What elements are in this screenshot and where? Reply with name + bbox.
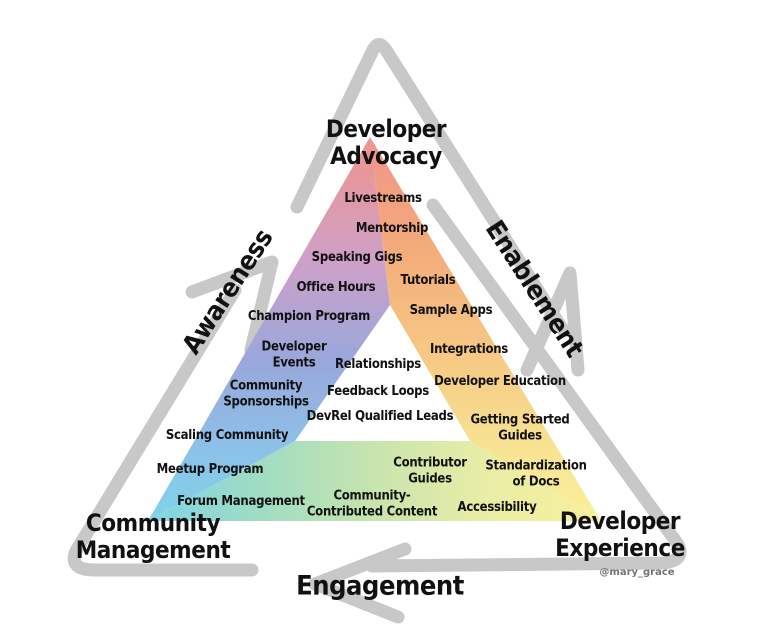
- item-accessibility: Accessibility: [457, 500, 537, 516]
- item-tutorials: Tutorials: [400, 273, 456, 289]
- item-champion-program: Champion Program: [247, 309, 371, 325]
- item-mentorship: Mentorship: [355, 221, 429, 237]
- corner-label-community-management: Community Management: [75, 509, 231, 564]
- item-standardization-of-docs: Standardization of Docs: [485, 458, 587, 489]
- corner-label-developer-experience: Developer Experience: [555, 507, 685, 562]
- item-devrel-qualified-leads: DevRel Qualified Leads: [306, 409, 454, 425]
- item-scaling-community: Scaling Community: [165, 428, 289, 444]
- item-getting-started-guides: Getting Started Guides: [470, 412, 570, 443]
- item-relationships: Relationships: [335, 357, 421, 373]
- item-developer-education: Developer Education: [434, 374, 566, 390]
- item-forum-management: Forum Management: [177, 494, 305, 510]
- cycle-arrow-bottom-left: [67, 255, 279, 577]
- item-community-contributed-content: Community- Contributed Content: [306, 488, 438, 519]
- corner-label-developer-advocacy: Developer Advocacy: [325, 115, 447, 170]
- item-contributor-guides: Contributor Guides: [393, 455, 467, 486]
- item-community-sponsorships: Community Sponsorships: [223, 378, 309, 409]
- triangle-band-left: [148, 137, 390, 521]
- item-feedback-loops: Feedback Loops: [327, 384, 429, 400]
- item-integrations: Integrations: [430, 342, 508, 358]
- watermark: @mary_grace: [599, 567, 674, 578]
- item-speaking-gigs: Speaking Gigs: [311, 250, 403, 266]
- item-office-hours: Office Hours: [296, 280, 376, 296]
- cycle-arrow-apex: [290, 38, 585, 377]
- triangle-band-bottom: [148, 441, 601, 521]
- item-developer-events: Developer Events: [261, 339, 327, 370]
- gradient-triangle-ring: [148, 137, 601, 521]
- item-meetup-program: Meetup Program: [156, 462, 264, 478]
- cycle-arrow-bottom-right: [308, 198, 687, 624]
- cycle-arrows: [67, 38, 687, 624]
- triangle-band-right: [370, 137, 601, 521]
- item-sample-apps: Sample Apps: [409, 303, 493, 319]
- item-livestreams: Livestreams: [344, 191, 422, 207]
- edge-label-engagement: Engagement: [296, 570, 464, 602]
